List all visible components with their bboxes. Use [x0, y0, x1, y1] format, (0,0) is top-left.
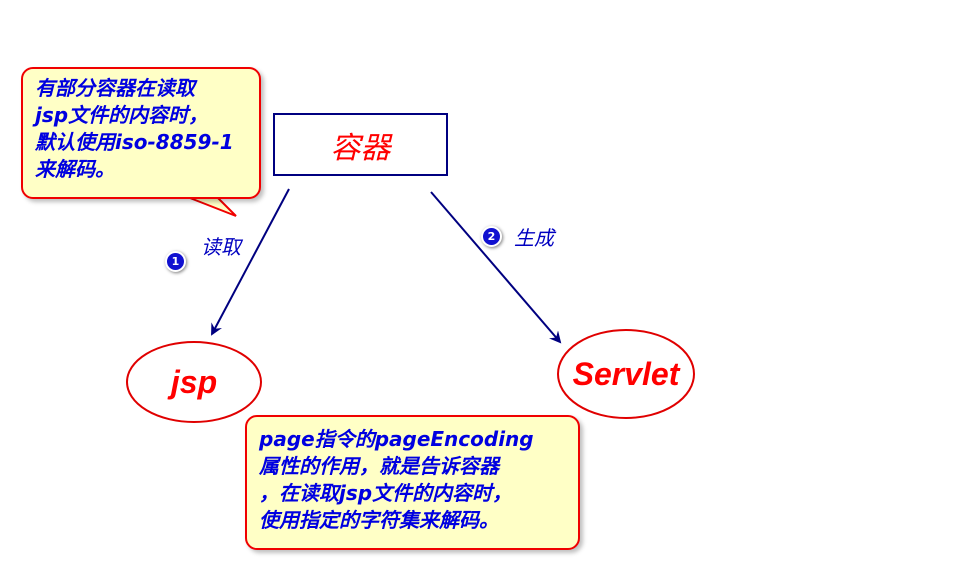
container-box: 容器 — [273, 113, 448, 176]
servlet-ellipse — [557, 329, 695, 419]
arrow-generate — [430, 191, 562, 344]
callout-top-tail — [189, 197, 237, 217]
callout-line: 来解码。 — [35, 157, 115, 181]
edge-label-read: 读取 — [201, 235, 241, 259]
callout-page-encoding: page指令的pageEncoding 属性的作用，就是告诉容器 ，在读取jsp… — [245, 415, 580, 550]
edge-label-generate: 生成 — [514, 226, 554, 250]
arrow-read — [211, 188, 290, 336]
callout-line: 默认使用iso-8859-1 — [35, 130, 234, 154]
node-servlet: Servlet — [572, 355, 680, 392]
callout-line: 属性的作用，就是告诉容器 — [259, 454, 499, 478]
node-jsp: jsp — [170, 363, 218, 400]
callout-line: 有部分容器在读取 — [35, 76, 195, 100]
step-1-badge: 1 — [165, 251, 186, 272]
callout-line: 使用指定的字符集来解码。 — [259, 508, 499, 532]
callout-line: page指令的pageEncoding — [259, 427, 534, 451]
callout-line: jsp文件的内容时， — [35, 103, 209, 127]
callout-default-encoding: 有部分容器在读取 jsp文件的内容时， 默认使用iso-8859-1 来解码。 — [21, 67, 261, 199]
container-label: 容器 — [330, 130, 391, 166]
jsp-ellipse — [126, 341, 262, 423]
step-2-badge: 2 — [481, 226, 502, 247]
callout-line: ，在读取jsp文件的内容时， — [259, 481, 513, 505]
